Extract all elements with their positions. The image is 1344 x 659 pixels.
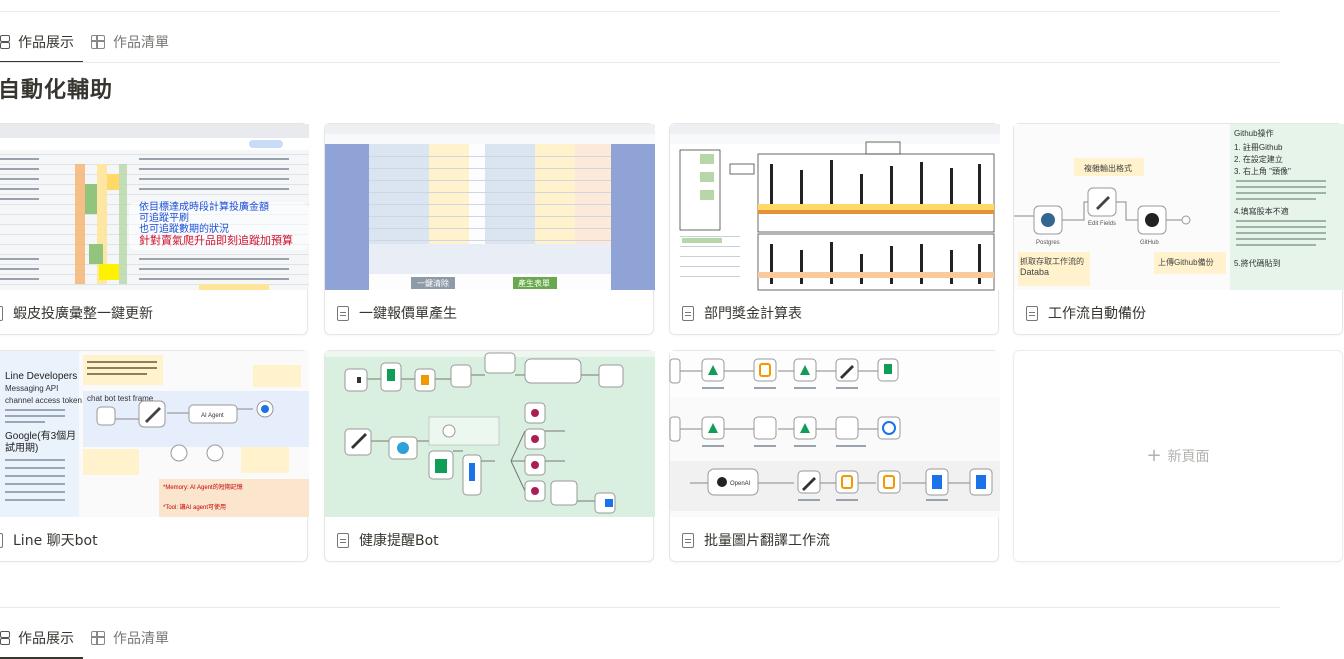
plus-icon: + bbox=[1146, 445, 1162, 466]
thumb-line-5: 試用期) bbox=[5, 441, 38, 454]
gallery-icon bbox=[0, 35, 10, 49]
card-title: 批量圖片翻譯工作流 bbox=[704, 533, 830, 549]
card-title: 蝦皮投廣彙整一鍵更新 bbox=[13, 306, 153, 322]
card-title: 一鍵報價單產生 bbox=[359, 306, 457, 322]
thumb-text-2: 可追蹤平刷 bbox=[139, 211, 189, 224]
thumb-memory-note: *Memory: AI Agent的短期記憶 bbox=[163, 483, 243, 491]
view-tabs-next: 作品展示 作品清單 bbox=[0, 618, 186, 659]
thumb-note-2a: 抓取存取工作流的 bbox=[1020, 256, 1084, 266]
page-icon bbox=[0, 305, 3, 321]
table-icon bbox=[91, 35, 105, 49]
card-thumbnail: 一鍵清除 產生表單 bbox=[325, 124, 655, 290]
new-page-label: 新頁面 bbox=[1167, 449, 1210, 465]
thumb-line-6: chat bot test frame bbox=[87, 394, 154, 403]
thumb-guide-4: 4.填寫股本不適 bbox=[1234, 206, 1289, 216]
page-icon bbox=[0, 532, 3, 548]
card-caption: 蝦皮投廣彙整一鍵更新 bbox=[0, 290, 307, 336]
card-workflow-backup[interactable]: 複雜輸出格式 Postgres Edit Fields GitHub 抓取存取工… bbox=[1013, 123, 1344, 336]
page-icon bbox=[682, 305, 694, 321]
view-tabs: 作品展示 作品清單 bbox=[0, 22, 186, 63]
thumb-guide-1: 1. 註冊Github bbox=[1234, 142, 1283, 152]
card-image-translate[interactable]: OpenAI 批量圖片翻譯工作流 bbox=[669, 350, 1000, 563]
page-icon bbox=[337, 305, 349, 321]
thumb-openai: OpenAI bbox=[730, 481, 751, 487]
card-health-bot[interactable]: 健康提醒Bot bbox=[324, 350, 655, 563]
card-line-bot[interactable]: Line Developers Messaging API channel ac… bbox=[0, 350, 309, 563]
thumb-guide-3: 3. 右上角 "頭像" bbox=[1234, 166, 1291, 176]
card-thumbnail: 依目標達成時段計算投廣金額 可追蹤平刷 也可追蹤數期的狀況 針對賣氣爬升品即刻追… bbox=[0, 124, 309, 290]
tab-list[interactable]: 作品清單 bbox=[91, 22, 178, 62]
thumb-note-2b: Databa bbox=[1020, 267, 1049, 277]
thumb-text-1: 依目標達成時段計算投廣金額 bbox=[139, 200, 269, 213]
card-title: Line 聊天bot bbox=[13, 533, 98, 549]
thumb-guide-5: 5.將代碼貼到 bbox=[1234, 258, 1281, 268]
thumb-line-1: Line Developers bbox=[5, 371, 77, 382]
thumb-text-3: 也可追蹤數期的狀況 bbox=[139, 222, 229, 235]
card-title: 健康提醒Bot bbox=[359, 533, 439, 549]
thumb-generate-button: 產生表單 bbox=[518, 278, 550, 288]
card-thumbnail: OpenAI bbox=[669, 351, 1000, 517]
tab-gallery[interactable]: 作品展示 bbox=[0, 22, 83, 63]
thumb-note-3: 上傳Github備份 bbox=[1158, 257, 1214, 267]
card-caption: 批量圖片翻譯工作流 bbox=[670, 517, 998, 563]
tab-gallery-next[interactable]: 作品展示 bbox=[0, 618, 83, 659]
table-icon bbox=[91, 631, 105, 645]
tabs-divider bbox=[0, 62, 1280, 63]
card-thumbnail: Line Developers Messaging API channel ac… bbox=[0, 351, 309, 517]
thumb-text-4: 針對賣氣爬升品即刻追蹤加預算 bbox=[139, 233, 293, 247]
thumb-tool-note: *Tool: 讓AI agent可使用 bbox=[163, 503, 226, 511]
thumb-guide-2: 2. 在設定建立 bbox=[1234, 154, 1283, 164]
node-edit-label: Edit Fields bbox=[1088, 221, 1116, 227]
page-icon bbox=[337, 532, 349, 548]
tab-list-label: 作品清單 bbox=[113, 35, 169, 51]
card-caption: 一鍵報價單產生 bbox=[325, 290, 653, 336]
thumb-line-3: channel access token bbox=[5, 396, 82, 405]
thumb-note: 複雜輸出格式 bbox=[1084, 163, 1132, 173]
card-thumbnail bbox=[325, 351, 655, 517]
gallery-page: 作品展示 作品清單 自動化輔助 bbox=[0, 11, 1344, 659]
card-caption: 工作流自動備份 bbox=[1014, 290, 1342, 336]
card-caption: Line 聊天bot bbox=[0, 517, 307, 563]
thumb-line-2: Messaging API bbox=[5, 384, 58, 393]
page-icon bbox=[1026, 305, 1038, 321]
card-thumbnail bbox=[670, 124, 1000, 291]
card-thumbnail: 複雜輸出格式 Postgres Edit Fields GitHub 抓取存取工… bbox=[1014, 124, 1344, 290]
card-caption: 健康提醒Bot bbox=[325, 517, 653, 563]
tab-list-next[interactable]: 作品清單 bbox=[91, 618, 178, 658]
thumb-agent: AI Agent bbox=[201, 413, 224, 419]
tab-gallery-label: 作品展示 bbox=[18, 35, 74, 51]
page-icon bbox=[682, 532, 694, 548]
card-title: 部門獎金計算表 bbox=[704, 306, 802, 322]
card-title: 工作流自動備份 bbox=[1048, 306, 1146, 322]
top-divider bbox=[0, 11, 1280, 12]
node-github-label: GitHub bbox=[1140, 240, 1159, 246]
tab-list-label: 作品清單 bbox=[113, 631, 169, 647]
next-section-divider bbox=[0, 607, 1280, 608]
thumb-line-4: Google(有3個月 bbox=[5, 429, 76, 442]
card-bonus[interactable]: 部門獎金計算表 bbox=[669, 123, 1000, 336]
node-postgres-label: Postgres bbox=[1036, 240, 1060, 246]
card-caption: 部門獎金計算表 bbox=[670, 290, 998, 336]
gallery-icon bbox=[0, 631, 10, 645]
new-page-button[interactable]: + 新頁面 bbox=[1014, 351, 1342, 561]
card-quotation[interactable]: 一鍵清除 產生表單 一鍵報價單產生 bbox=[324, 123, 655, 336]
card-shopee-ads[interactable]: 依目標達成時段計算投廣金額 可追蹤平刷 也可追蹤數期的狀況 針對賣氣爬升品即刻追… bbox=[0, 123, 309, 336]
thumb-clear-button: 一鍵清除 bbox=[417, 278, 449, 288]
tab-gallery-label: 作品展示 bbox=[18, 631, 74, 647]
new-page-card[interactable]: + 新頁面 bbox=[1013, 350, 1343, 562]
thumb-guide-title: Github操作 bbox=[1234, 128, 1274, 138]
section-title: 自動化輔助 bbox=[0, 78, 114, 103]
